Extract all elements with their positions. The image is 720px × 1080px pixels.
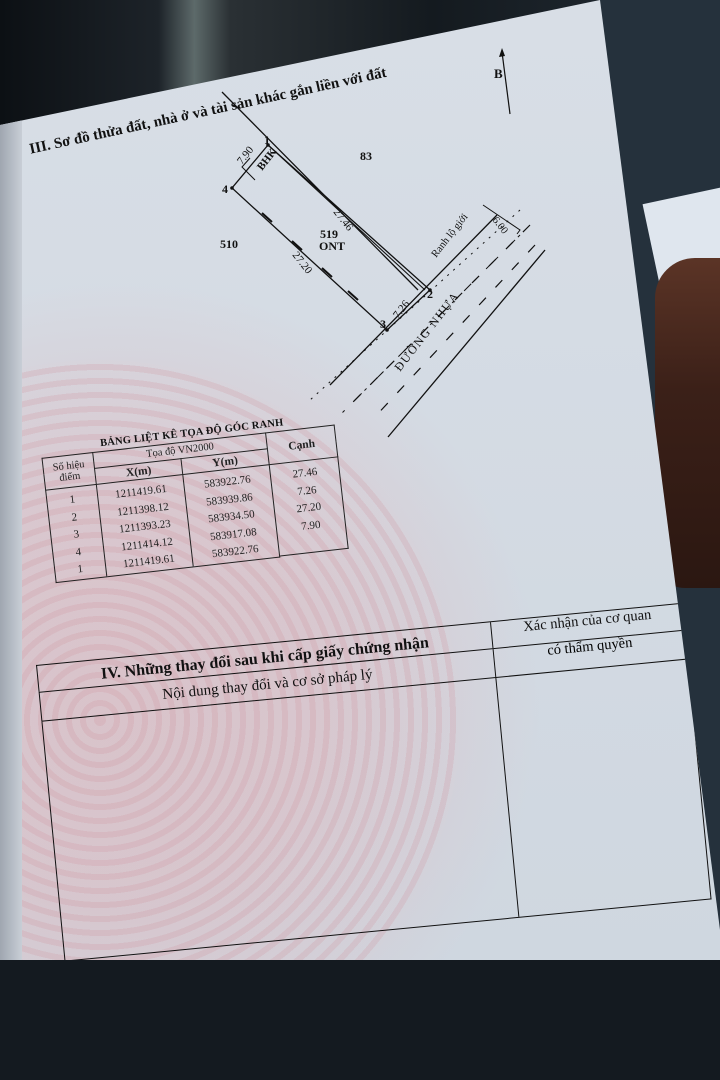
north-label: B bbox=[494, 66, 503, 81]
point-2-label: 2 bbox=[427, 287, 433, 301]
point-1-label: 1 bbox=[264, 133, 270, 147]
easement-label: BHK bbox=[255, 146, 280, 173]
changes-content-cell bbox=[42, 678, 518, 960]
north-arrow-icon bbox=[499, 48, 511, 115]
changes-table: IV. Những thay đổi sau khi cấp giấy chứn… bbox=[36, 602, 712, 960]
boundary-label: Ranh lộ giới bbox=[430, 212, 471, 260]
neighbor-west: 510 bbox=[220, 237, 238, 251]
changes-confirm-cell bbox=[495, 659, 711, 917]
certificate-page: III. Sơ đồ thửa đất, nhà ở và tài sản kh… bbox=[0, 0, 720, 960]
point-3-label: 3 bbox=[380, 317, 386, 331]
edge-34-length: 27.20 bbox=[290, 249, 315, 276]
edge-23-length: 7.26 bbox=[391, 298, 413, 321]
edge-column: 27.46 7.26 27.20 7.90 bbox=[269, 456, 349, 557]
parcel-number: 519 bbox=[320, 227, 338, 241]
parcel-land-type: ONT bbox=[319, 239, 345, 253]
plot-diagram: 1 2 3 4 83 510 519 ONT BHK 7.90 27.46 27… bbox=[220, 91, 546, 438]
north-arrow: B bbox=[490, 48, 520, 118]
page-binding-shadow bbox=[0, 120, 22, 960]
point-4-label: 4 bbox=[222, 182, 228, 196]
road-width: 6.00 bbox=[490, 215, 510, 236]
y-column: 583922.76 583939.86 583934.50 583917.08 … bbox=[182, 464, 280, 566]
x-column: 1211419.61 1211398.12 1211393.23 1211414… bbox=[96, 474, 194, 576]
neighbor-north: 83 bbox=[360, 149, 372, 163]
